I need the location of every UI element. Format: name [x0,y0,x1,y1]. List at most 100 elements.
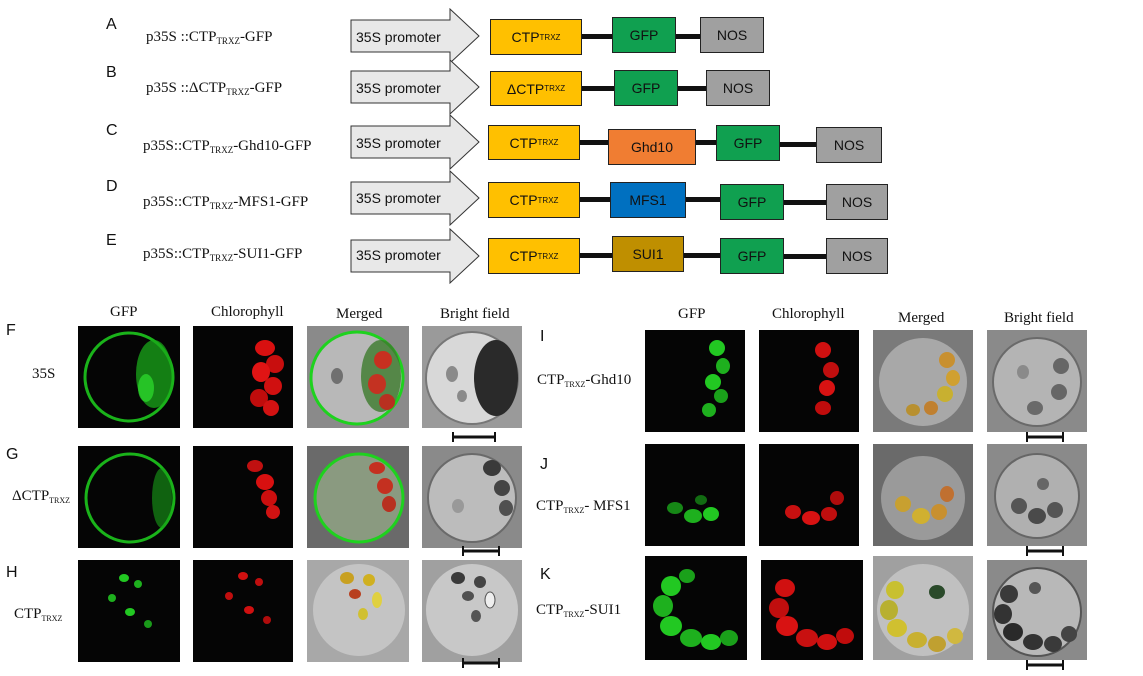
promoter-label-e: 35S promoter [356,247,441,263]
segment-mfs1-d: MFS1 [610,182,686,218]
segment-gfp-b: GFP [614,70,678,106]
promoter-arrow-e [350,228,480,284]
micrograph-i-bright-field [987,330,1087,432]
panel-label-h: H [6,564,18,581]
linker [580,197,610,202]
row-label-g: ΔCTPTRXZ [12,488,71,505]
segment-nos-a: NOS [700,17,764,53]
segment-nos-b: NOS [706,70,770,106]
segment-sui1-e: SUI1 [612,236,684,272]
micrograph-k-merged [873,556,973,660]
construct-name-a: p35S ::CTPTRXZ-GFP [146,29,273,46]
promoter-label-d: 35S promoter [356,190,441,206]
micrograph-f-bright-field [422,326,522,428]
promoter-label-b: 35S promoter [356,80,441,96]
linker [676,34,700,39]
micrograph-f-chlorophyll [193,326,293,428]
micrograph-j-gfp [645,444,745,546]
scale-bar [1026,546,1064,556]
column-header-chlorophyll: Chlorophyll [211,304,284,320]
linker [580,140,608,145]
segment-gfp-d: GFP [720,184,784,220]
linker [582,34,612,39]
panel-label-a: A [106,16,117,33]
micrograph-j-merged [873,444,973,546]
segment-nos-d: NOS [826,184,888,220]
linker [780,142,816,147]
segment-ghd10-c: Ghd10 [608,129,696,165]
promoter-arrow-a [350,8,480,64]
linker [696,140,716,145]
micrograph-j-bright-field [987,444,1087,546]
segment-gfp-a: GFP [612,17,676,53]
linker [784,254,826,259]
scale-bar [462,658,500,668]
construct-name-d: p35S::CTPTRXZ-MFS1-GFP [143,194,309,211]
segment-gfp-c: GFP [716,125,780,161]
row-label-j: CTPTRXZ- MFS1 [536,498,631,515]
row-label-i: CTPTRXZ-Ghd10 [537,372,632,389]
row-label-h: CTPTRXZ [14,606,63,623]
linker [784,200,826,205]
micrograph-j-chlorophyll [759,444,859,546]
micrograph-h-bright-field [422,560,522,662]
linker [582,86,614,91]
row-label-k: CTPTRXZ-SUI1 [536,602,622,619]
panel-label-e: E [106,232,117,249]
column-header-gfp: GFP [678,306,706,322]
scale-bar [1026,660,1064,670]
micrograph-f-merged [307,326,409,428]
scale-bar [1026,432,1064,442]
column-header-merged: Merged [898,310,945,326]
linker [686,197,720,202]
panel-label-b: B [106,64,117,81]
linker [684,253,720,258]
promoter-label-c: 35S promoter [356,135,441,151]
micrograph-i-gfp [645,330,745,432]
micrograph-g-chlorophyll [193,446,293,548]
micrograph-g-merged [307,446,409,548]
segment-nos-c: NOS [816,127,882,163]
promoter-arrow-b [350,59,480,115]
construct-name-b: p35S ::ΔCTPTRXZ-GFP [146,80,283,97]
segment-nos-e: NOS [826,238,888,274]
promoter-arrow-c [350,114,480,170]
panel-label-k: K [540,566,551,583]
column-header-merged: Merged [336,306,383,322]
micrograph-k-chlorophyll [761,560,863,660]
micrograph-i-merged [873,330,973,432]
micrograph-g-bright-field [422,446,522,548]
construct-name-e: p35S::CTPTRXZ-SUI1-GFP [143,246,303,263]
segment-gfp-e: GFP [720,238,784,274]
column-header-chlorophyll: Chlorophyll [772,306,845,322]
panel-label-d: D [106,178,118,195]
panel-label-c: C [106,122,118,139]
linker [678,86,706,91]
column-header-bright-field: Bright field [440,306,510,322]
micrograph-g-gfp [78,446,180,548]
linker [580,253,612,258]
promoter-arrow-d [350,170,480,226]
row-label-f: 35S [32,366,56,382]
panel-label-j: J [540,456,548,473]
promoter-label-a: 35S promoter [356,29,441,45]
micrograph-f-gfp [78,326,180,428]
construct-name-c: p35S::CTPTRXZ-Ghd10-GFP [143,138,312,155]
column-header-gfp: GFP [110,304,138,320]
panel-label-g: G [6,446,19,463]
micrograph-h-gfp [78,560,180,662]
micrograph-h-merged [307,560,409,662]
micrograph-i-chlorophyll [759,330,859,432]
scale-bar [452,432,496,442]
panel-label-i: I [540,328,545,345]
column-header-bright-field: Bright field [1004,310,1074,326]
micrograph-h-chlorophyll [193,560,293,662]
micrograph-k-gfp [645,556,747,660]
panel-label-f: F [6,322,16,339]
micrograph-k-bright-field [987,560,1087,660]
